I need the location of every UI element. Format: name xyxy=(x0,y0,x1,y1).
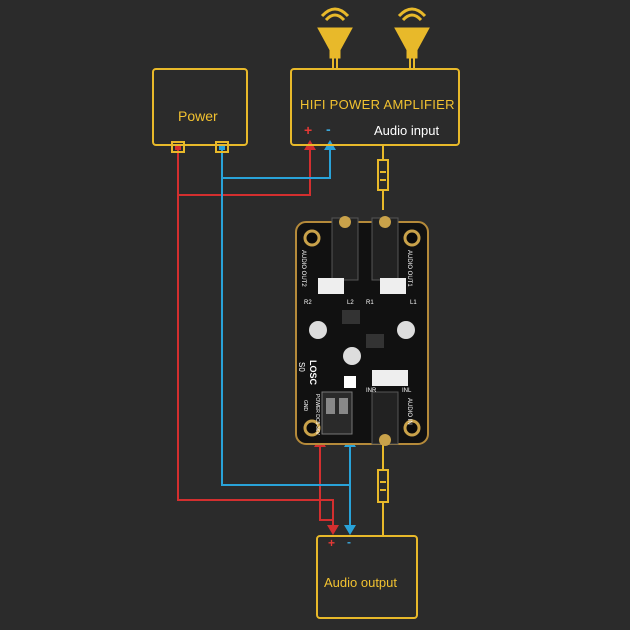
audio-plug-bottom xyxy=(377,445,389,535)
output-minus: - xyxy=(347,535,351,549)
board-r1-label: R1 xyxy=(366,300,374,306)
board-power-label: POWER DC5-36V xyxy=(314,394,320,435)
power-connector-positive xyxy=(171,141,185,153)
power-box xyxy=(152,68,248,146)
audio-output-box xyxy=(316,535,418,619)
board-audio-in-label: AUDIO IN xyxy=(406,398,412,425)
board-l1-label: L1 xyxy=(410,300,417,306)
arrow-red-out xyxy=(327,525,339,535)
power-connector-negative xyxy=(215,141,229,153)
board-out2-label: AUDIO OUT2 xyxy=(300,250,306,287)
speaker-icon-left xyxy=(317,7,353,68)
output-plus: + xyxy=(328,536,336,550)
circuit-board xyxy=(295,216,429,446)
board-out1-label: AUDIO OUT1 xyxy=(406,250,412,287)
board-gnd-label: GND xyxy=(302,400,308,412)
board-model: S0 xyxy=(297,362,306,372)
speaker-icon-right xyxy=(394,7,430,68)
board-l2-label: L2 xyxy=(347,300,354,306)
amplifier-minus: - xyxy=(326,121,331,137)
amplifier-box xyxy=(290,68,460,146)
amplifier-plus: + xyxy=(304,122,313,138)
board-r2-label: R2 xyxy=(304,300,312,306)
board-brand: LOSC xyxy=(308,360,318,386)
arrow-blue-out xyxy=(344,525,356,535)
negative-wire xyxy=(221,148,351,528)
amplifier-input-label: Audio input xyxy=(374,123,440,138)
board-inr-label: INR xyxy=(366,388,377,394)
amplifier-title: HIFI POWER AMPLIFIER xyxy=(300,97,455,112)
board-inl-label: INL xyxy=(402,388,412,394)
power-label: Power xyxy=(178,108,218,124)
audio-plug-top xyxy=(377,159,389,210)
audio-output-label: Audio output xyxy=(324,575,398,590)
